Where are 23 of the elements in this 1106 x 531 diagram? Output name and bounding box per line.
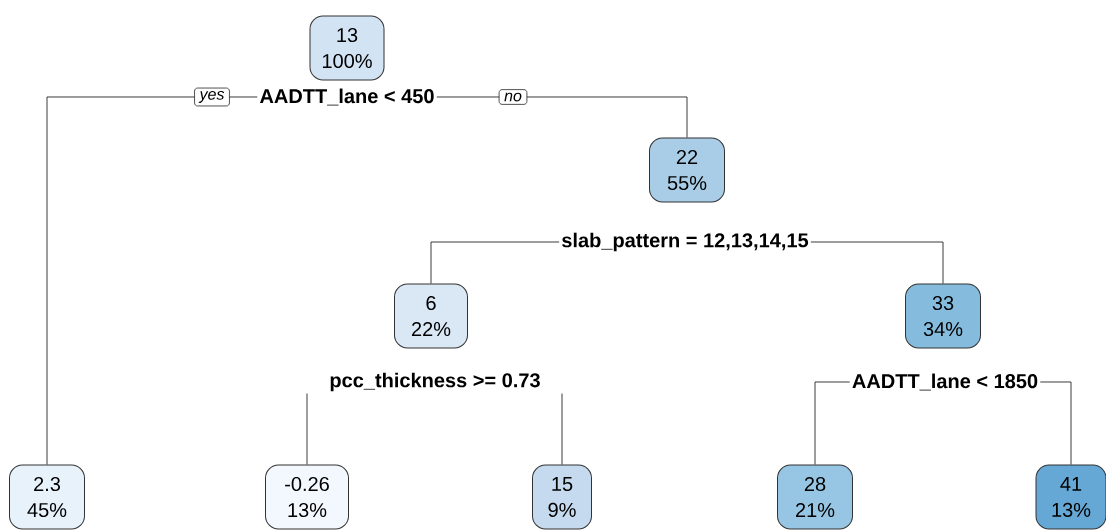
tree-node-box: 13 100% <box>309 15 385 81</box>
edge-label: no <box>498 89 528 105</box>
tree-node-box: 33 34% <box>905 283 981 349</box>
tree-node-box: 41 13% <box>1035 464 1106 530</box>
connector <box>561 393 563 465</box>
tree-node-box: 28 21% <box>777 464 853 530</box>
tree-node-box: 2.3 45% <box>9 464 85 530</box>
connector <box>430 241 560 284</box>
connector <box>814 381 851 465</box>
tree-node-box: 22 55% <box>649 137 725 203</box>
tree-node-box: 6 22% <box>394 283 468 349</box>
connector <box>306 393 308 465</box>
connector <box>1039 381 1072 465</box>
split-label: AADTT_lane < 1850 <box>852 373 1038 391</box>
edge-label: yes <box>194 87 230 107</box>
split-label: pcc_thickness >= 0.73 <box>330 372 540 392</box>
split-label: AADTT_lane < 450 <box>259 88 434 106</box>
connector <box>810 241 944 284</box>
tree-node-box: -0.26 13% <box>265 464 349 530</box>
split-label: slab_pattern = 12,13,14,15 <box>562 232 809 252</box>
connector <box>46 96 258 465</box>
tree-node-box: 15 9% <box>532 464 592 530</box>
connector <box>436 96 688 138</box>
